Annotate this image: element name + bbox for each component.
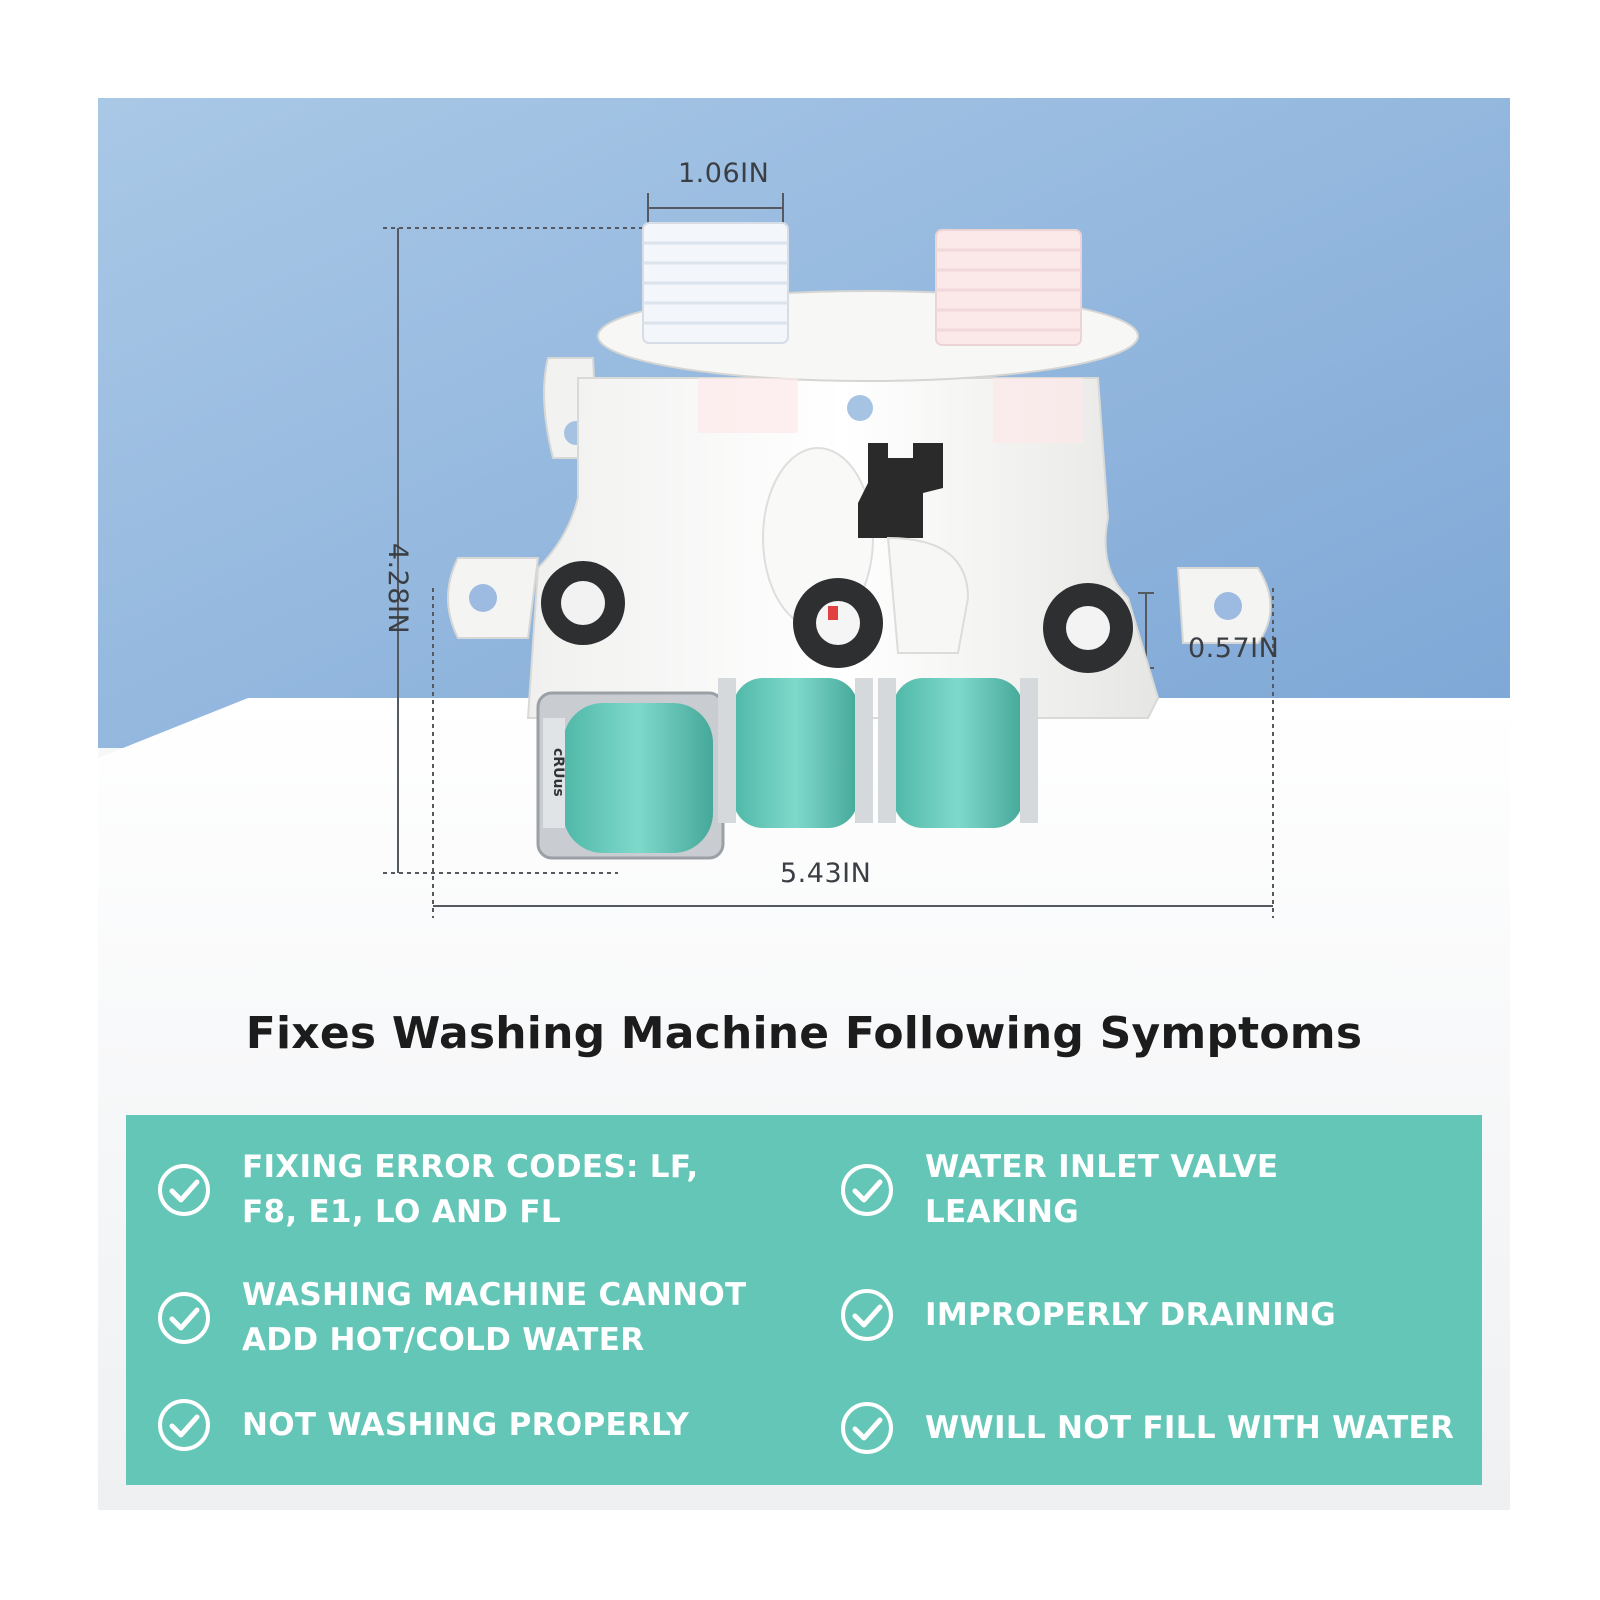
outlet-right [1043,583,1133,673]
product-card: cRUus 1.06IN 4.28IN 0.57IN 5.43IN Fixes … [98,98,1510,1510]
water-inlet-valve: cRUus [383,193,1274,918]
symptom-line: ADD HOT/COLD WATER [242,1322,645,1358]
check-circle-icon [158,1164,210,1216]
symptom-item: WASHING MACHINE CANNOT ADD HOT/COLD WATER [156,1268,747,1368]
symptom-line: IMPROPERLY DRAINING [925,1296,1336,1333]
dimension-height: 4.28IN [382,542,414,635]
cold-inlet [642,222,789,344]
symptom-item: NOT WASHING PROPERLY [156,1395,689,1455]
certification-mark-icon: cRUus [550,748,566,797]
symptom-item: FIXING ERROR CODES: LF, F8, E1, LO AND FL [156,1140,698,1240]
symptom-item: WATER INLET VALVE LEAKING [839,1140,1278,1240]
check-circle-icon [841,1402,893,1454]
connector-terminal [858,443,943,538]
symptom-line: WATER INLET VALVE [925,1149,1279,1185]
symptom-line: WWILL NOT FILL WITH WATER [925,1409,1455,1446]
coil-right [878,678,1038,828]
coil-left: cRUus [536,691,725,860]
outlet-left [541,561,625,645]
symptom-line: LEAKING [925,1194,1079,1230]
symptom-line: WASHING MACHINE CANNOT [242,1277,747,1313]
check-circle-icon [841,1289,893,1341]
symptom-line: FIXING ERROR CODES: LF, [242,1149,699,1185]
dimension-outlet-diameter: 0.57IN [1188,633,1280,664]
check-circle-icon [158,1292,210,1344]
check-circle-icon [158,1399,210,1451]
symptoms-heading: Fixes Washing Machine Following Symptoms [245,1008,1363,1059]
hot-inlet [935,229,1082,346]
check-circle-icon [841,1164,893,1216]
dimension-length: 5.43IN [780,858,872,889]
symptom-item: IMPROPERLY DRAINING [839,1280,1336,1350]
symptom-line: F8, E1, LO AND FL [242,1194,561,1230]
dimension-inlet-width: 1.06IN [678,158,770,189]
symptoms-panel: FIXING ERROR CODES: LF, F8, E1, LO AND FL… [126,1115,1482,1485]
symptom-item: WWILL NOT FILL WITH WATER [839,1398,1454,1458]
symptom-line: NOT WASHING PROPERLY [242,1406,690,1443]
outlet-center [793,578,883,668]
dimension-lines [383,193,1274,918]
coil-center [718,678,873,828]
